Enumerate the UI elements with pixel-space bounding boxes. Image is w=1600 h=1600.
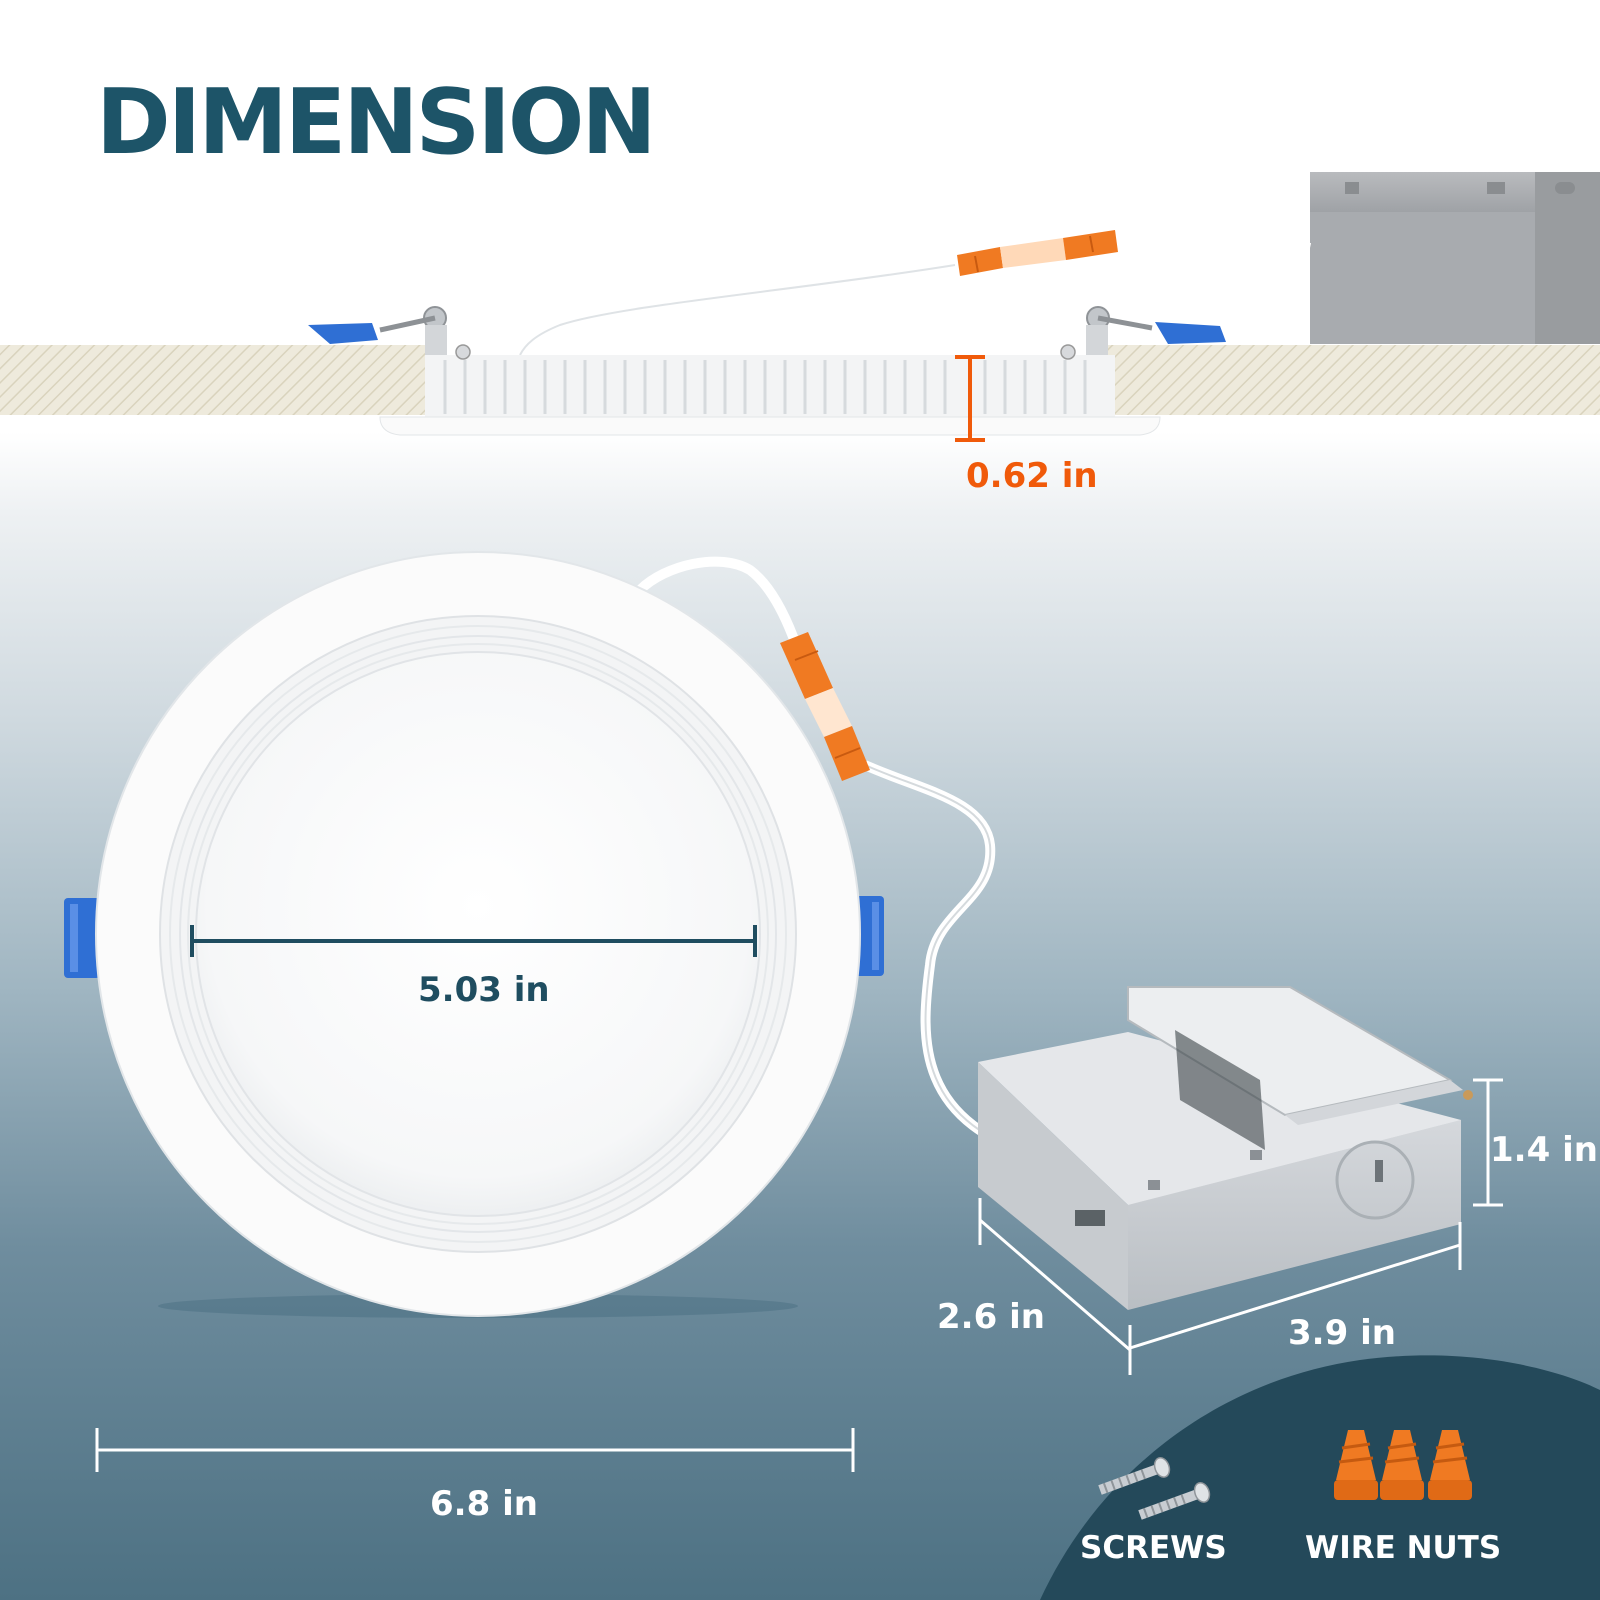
- front-cable: [636, 556, 1052, 1165]
- wire-nuts-label: WIRE NUTS: [1305, 1530, 1502, 1566]
- accessories-panel: [1040, 1355, 1600, 1600]
- downlight-front-view: [95, 551, 861, 1318]
- wire-nuts-icon: [1334, 1430, 1472, 1500]
- screws-icon: [1098, 1456, 1211, 1520]
- inner-diameter-label: 5.03 in: [418, 970, 550, 1010]
- side-junction-box: [1310, 172, 1600, 344]
- screws-label: SCREWS: [1080, 1530, 1227, 1566]
- outer-diameter-marker: [95, 1428, 855, 1472]
- outer-diameter-label: 6.8 in: [430, 1484, 538, 1524]
- box-dimension-markers: [978, 1078, 1503, 1375]
- side-connector: [957, 230, 1118, 276]
- box-height-label: 1.4 in: [1490, 1130, 1598, 1170]
- side-spring-clip-right: [1060, 306, 1226, 360]
- junction-box: [978, 986, 1473, 1310]
- depth-label: 0.62 in: [966, 456, 1098, 496]
- inner-diameter-marker: [190, 925, 757, 957]
- box-depth-label: 2.6 in: [937, 1297, 1045, 1337]
- side-cable: [515, 233, 1312, 358]
- side-spring-clip-left: [308, 306, 471, 360]
- depth-dimension-marker: [955, 355, 985, 442]
- ceiling-section: [0, 345, 1600, 415]
- front-spring-clip-left: [64, 898, 100, 978]
- side-housing: [379, 355, 1161, 436]
- box-width-label: 3.9 in: [1288, 1313, 1396, 1353]
- front-connector: [780, 632, 870, 781]
- page-title: DIMENSION: [96, 70, 657, 175]
